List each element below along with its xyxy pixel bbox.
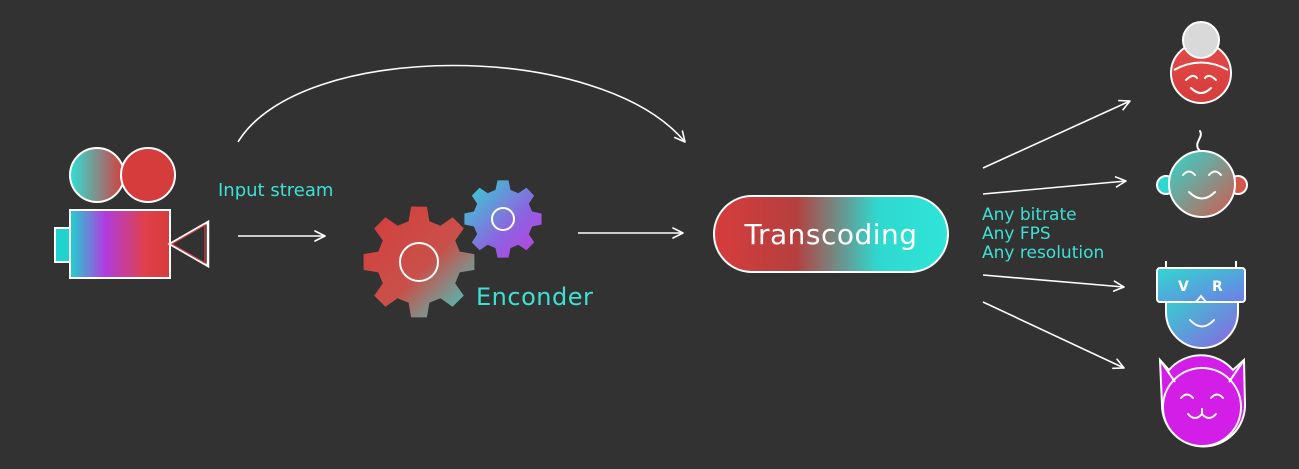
small-gear-icon <box>464 180 542 258</box>
baby-face-icon <box>1156 130 1248 218</box>
output-arrow-4 <box>982 301 1125 370</box>
spec-bitrate: Any bitrate <box>982 205 1077 225</box>
transcoding-node: Transcoding <box>713 195 949 273</box>
output-arrow-3 <box>982 274 1125 292</box>
vr-headset-face-icon: V R <box>1156 261 1246 349</box>
encoder-label: Enconder <box>476 283 594 311</box>
output-arrow-1 <box>982 99 1131 169</box>
cat-face-icon <box>1158 354 1247 448</box>
spec-fps: Any FPS <box>982 224 1051 244</box>
input-stream-label: Input stream <box>218 180 334 201</box>
gears-icon <box>363 180 542 318</box>
output-arrow-2 <box>982 176 1127 195</box>
video-camera-icon <box>54 147 210 279</box>
transcoding-label: Transcoding <box>744 217 918 251</box>
vr-letter-v: V <box>1178 279 1189 295</box>
grandma-face-icon <box>1170 21 1232 104</box>
spec-resolution: Any resolution <box>982 243 1105 263</box>
large-gear-icon <box>363 206 475 318</box>
vr-letter-r: R <box>1212 279 1223 295</box>
bypass-arrow <box>237 64 686 143</box>
output-specs-list: Any bitrate Any FPS Any resolution <box>982 206 1104 263</box>
